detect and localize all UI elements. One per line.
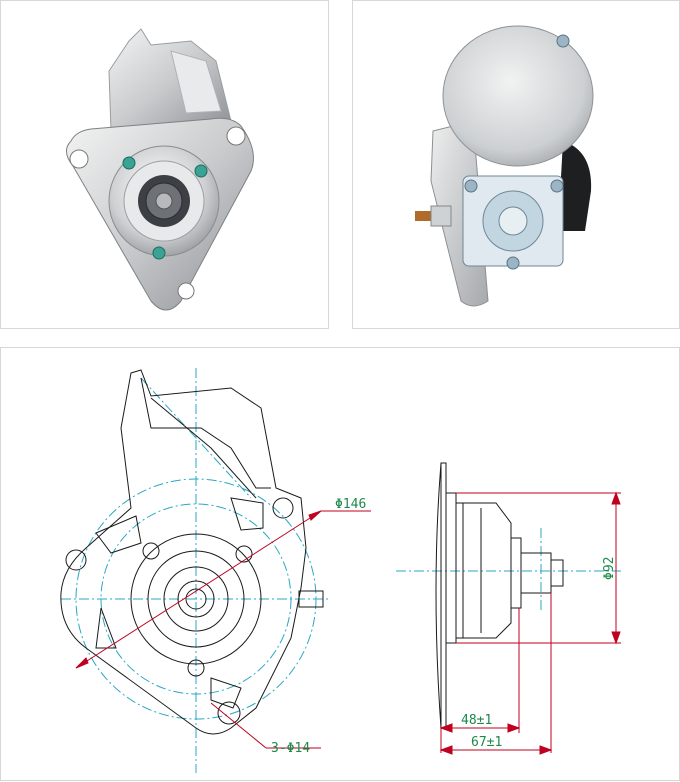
front-photo-panel	[0, 0, 329, 329]
centerlines-side	[396, 528, 621, 613]
starter-motor-front-photo	[66, 28, 254, 311]
starter-motor-rear-photo	[415, 25, 594, 307]
rear-photo-panel	[352, 0, 680, 329]
front-dimension-lines	[75, 510, 371, 749]
front-view-outline	[60, 369, 324, 735]
dim-label-length-67: 67±1	[471, 735, 502, 750]
technical-drawing-panel: Φ146 3-Φ14 48±1 67±1 Φ92	[0, 347, 680, 781]
centerlines-front	[61, 368, 331, 773]
dim-label-holes: 3-Φ14	[271, 741, 310, 756]
dim-label-outer-diameter: Φ146	[335, 497, 366, 512]
side-dimension-lines	[439, 491, 621, 755]
technical-drawing: Φ146 3-Φ14 48±1 67±1 Φ92	[60, 368, 621, 773]
dim-label-length-48: 48±1	[461, 713, 492, 728]
dim-label-pilot-diameter: Φ92	[602, 557, 617, 580]
side-view-outline	[435, 462, 564, 729]
